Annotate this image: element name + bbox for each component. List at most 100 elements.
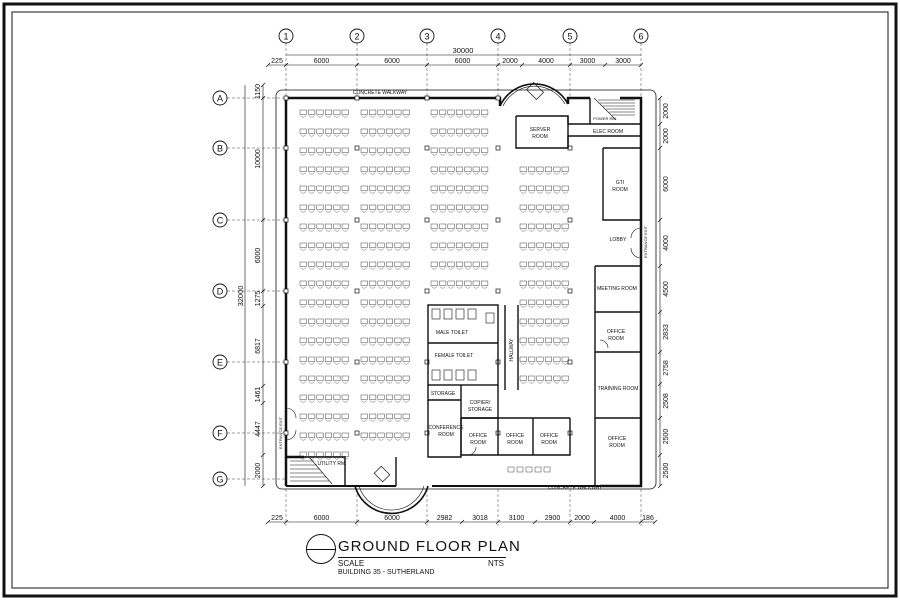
workstation-row-chair <box>386 210 393 213</box>
workstation-row-chair <box>473 153 480 156</box>
workstation-row-desk <box>377 394 385 400</box>
bottom-bay-curve-inner <box>358 485 425 511</box>
workstation-row-desk <box>316 204 324 210</box>
workstation-row-chair <box>308 191 315 194</box>
workstation-row-chair <box>537 267 543 270</box>
workstation-row-chair <box>464 191 471 194</box>
workstation-row-desk <box>553 166 561 172</box>
workstation-row-chair <box>464 172 471 175</box>
drawing-title: GROUND FLOOR PLAN <box>338 538 521 555</box>
workstation-row-chair <box>473 134 480 137</box>
workstation-row-chair <box>386 286 393 289</box>
workstation-row-chair <box>333 191 340 194</box>
workstation-row-chair <box>481 134 488 137</box>
row-bubble-label-A: A <box>217 94 223 104</box>
workstation-row-desk <box>430 185 438 191</box>
workstation-row-desk <box>333 337 341 343</box>
workstation-row-chair <box>545 381 552 384</box>
workstation-row-chair <box>562 248 569 251</box>
workstation-row-desk <box>333 223 341 229</box>
workstation-row-desk <box>316 280 324 286</box>
workstation-row-chair <box>317 286 323 289</box>
title-symbol-line <box>306 549 336 550</box>
right-dim-label-1: 2000 <box>663 128 670 144</box>
workstation-row-chair <box>361 191 368 194</box>
top-dim-label-1: 6000 <box>314 58 330 65</box>
workstation-row-chair <box>300 343 307 346</box>
column-post-1A <box>283 95 289 101</box>
workstation-row-chair <box>333 286 340 289</box>
workstation-row-desk <box>369 204 377 210</box>
workstation-row-chair <box>325 191 332 194</box>
workstation-row-chair <box>342 305 349 308</box>
structural-columns <box>283 95 573 436</box>
workstation-row-chair <box>378 324 384 327</box>
workstation-row-desk <box>561 280 569 286</box>
lounge-seat <box>543 466 551 473</box>
workstation-row-desk <box>341 261 349 267</box>
workstation-row-chair <box>403 267 410 270</box>
workstation-row-chair <box>325 286 332 289</box>
workstation-row-chair <box>562 362 569 365</box>
workstation-row-chair <box>448 286 454 289</box>
workstation-row-chair <box>369 191 376 194</box>
workstation-row-desk <box>519 280 527 286</box>
workstation-row-chair <box>308 134 315 137</box>
workstation-row-desk <box>536 261 544 267</box>
workstation-row-chair <box>481 267 488 270</box>
workstation-row-desk <box>360 394 368 400</box>
workstation-row-desk <box>316 109 324 115</box>
workstation-row-desk <box>528 280 536 286</box>
workstation-row-chair <box>553 172 560 175</box>
workstation-row-desk <box>402 394 410 400</box>
top-dim-label-6: 3000 <box>580 58 596 65</box>
workstation-row-desk <box>402 204 410 210</box>
workstation-row-chair <box>378 286 384 289</box>
workstation-row-desk <box>369 109 377 115</box>
workstation-row-desk <box>308 109 316 115</box>
office-a-label-1: OFFICE <box>469 433 488 439</box>
workstation-row-desk <box>324 394 332 400</box>
workstation-row-desk <box>324 432 332 438</box>
workstation-row-chair <box>520 381 527 384</box>
workstation-row-chair <box>369 362 376 365</box>
lounge-seat <box>516 466 524 473</box>
workstation-row-desk <box>360 299 368 305</box>
top-dim-tick-7 <box>602 62 608 68</box>
workstation-row-desk <box>333 318 341 324</box>
workstation-row-chair <box>403 115 410 118</box>
workstation-row-chair <box>464 248 471 251</box>
workstation-row-chair <box>394 419 401 422</box>
workstation-row-desk <box>402 432 410 438</box>
workstation-row-chair <box>342 172 349 175</box>
workstation-row-chair <box>481 229 488 232</box>
workstation-row-chair <box>528 267 535 270</box>
top-dim-label-0: 225 <box>271 58 283 65</box>
workstation-row-desk <box>402 318 410 324</box>
workstation-row-desk <box>299 280 307 286</box>
workstation-row-desk <box>308 451 316 457</box>
workstation-row-chair <box>333 210 340 213</box>
workstation-row-desk <box>394 128 402 134</box>
workstation-row-chair <box>342 419 349 422</box>
workstation-row-desk <box>528 337 536 343</box>
workstation-row-chair <box>448 248 454 251</box>
left-dim-label-7: 2000 <box>255 463 262 479</box>
office-room-r1-label-1: OFFICE <box>607 329 626 335</box>
workstation-row-chair <box>386 191 393 194</box>
workstation-row-desk <box>553 185 561 191</box>
workstation-row-desk <box>447 223 455 229</box>
workstation-row-chair <box>386 153 393 156</box>
workstation-row-chair <box>300 286 307 289</box>
toilet-fixtures <box>431 308 495 381</box>
workstation-row-chair <box>369 305 376 308</box>
workstation-row-chair <box>342 400 349 403</box>
workstation-row-chair <box>464 115 471 118</box>
workstation-row-chair <box>448 229 454 232</box>
workstation-row-desk <box>316 147 324 153</box>
office-room-r2-label-1: OFFICE <box>608 436 627 442</box>
elec-room-label: ELEC ROOM <box>593 129 623 135</box>
workstation-row-chair <box>386 134 393 137</box>
